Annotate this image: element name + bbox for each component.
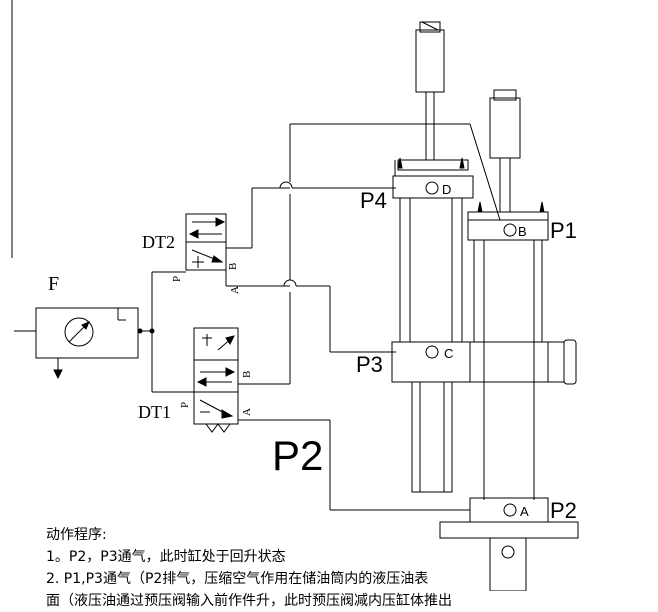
notes-title: 动作程序: (46, 527, 107, 543)
label-p4: P4 (360, 188, 387, 213)
filter-regulator-unit (14, 307, 155, 380)
notes-line-3: 面（液压油通过预压阀输入前作件升，此时预压阀减内压缸体推出 (46, 593, 452, 609)
valve-dt1 (193, 327, 330, 433)
port-b-label: B (518, 224, 527, 239)
notes-line-2: 2. P1,P3通气（P2排气，压缩空气作用在储油筒内的液压油表 (46, 571, 429, 587)
label-p3: P3 (356, 352, 383, 377)
filter-label: F (48, 273, 59, 295)
right-cylinder (439, 89, 579, 591)
label-p2-large: P2 (272, 432, 323, 479)
supply-lines (151, 271, 194, 393)
dt1-port-a: A (241, 408, 253, 416)
left-cylinder (391, 21, 474, 493)
operation-notes: 动作程序: 1。P2，P3通气，此时缸处于回升状态 2. P1,P3通气（P2排… (46, 524, 646, 612)
valve-dt2-label: DT2 (142, 232, 175, 252)
dt1-port-b: B (241, 371, 253, 378)
valve-dt1-label: DT1 (138, 402, 171, 422)
valve-dt2 (185, 187, 290, 287)
port-a-label: A (520, 504, 529, 519)
dt2-port-a: A (229, 286, 241, 294)
label-p2: P2 (550, 498, 577, 523)
dt1-port-p: P (179, 402, 191, 408)
dt2-port-b: B (227, 263, 239, 270)
dt2-port-p: P (171, 276, 183, 282)
port-d-label: D (442, 182, 451, 197)
pneumatic-lines (279, 123, 501, 511)
label-p1: P1 (550, 218, 577, 243)
pneumatic-hydraulic-cylinder-diagram: F DT2 DT1 P B A B P A P4 P3 P1 P2 P2 D C… (11, 0, 579, 591)
port-c-label: C (444, 346, 453, 361)
notes-line-1: 1。P2，P3通气，此时缸处于回升状态 (46, 549, 286, 565)
